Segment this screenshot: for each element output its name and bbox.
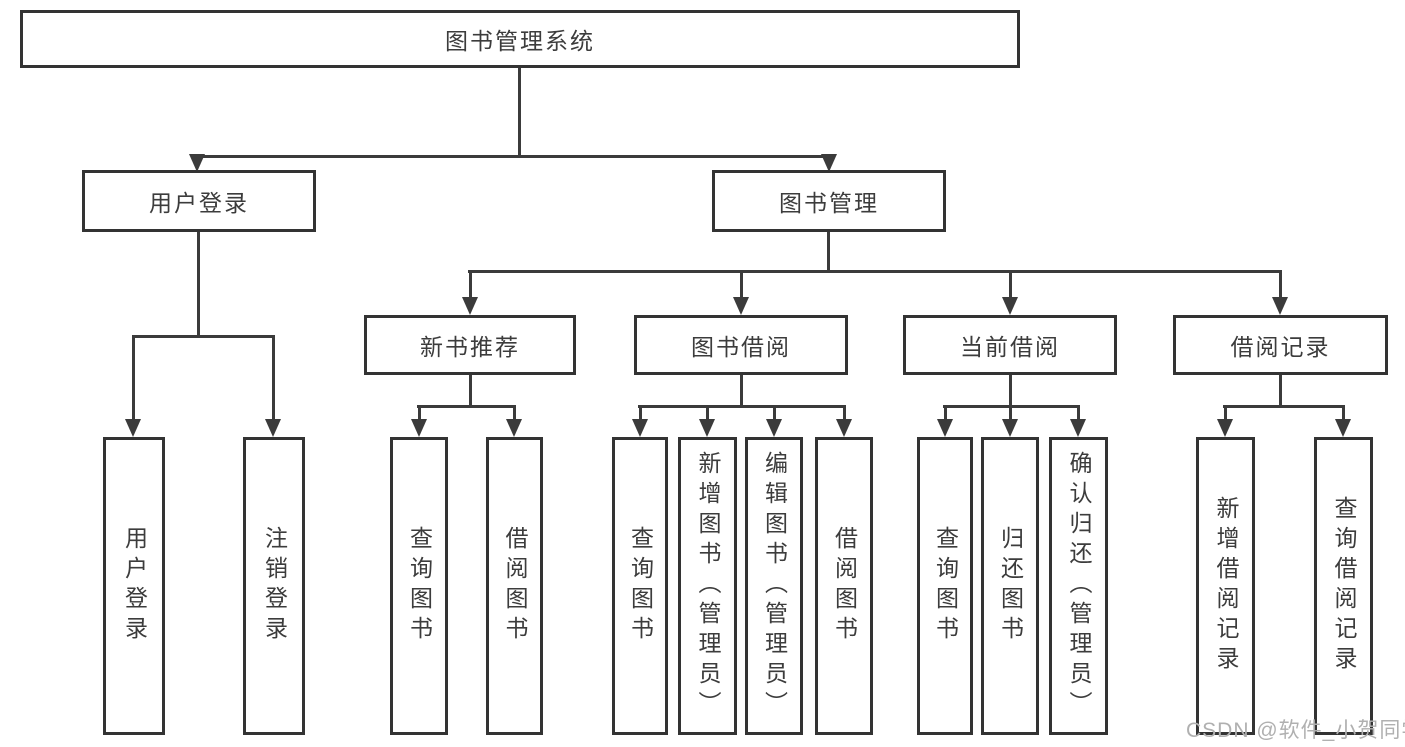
- arrow-down-icon: [836, 419, 852, 437]
- leaf-borrow-books-borrowing: 借阅图书: [815, 437, 873, 735]
- arrow-down-icon: [462, 297, 478, 315]
- connector-user-login-cross: [132, 335, 275, 338]
- arrow-down-icon: [265, 419, 281, 437]
- leaf-query-books-current: 查询图书: [917, 437, 973, 735]
- leaf-label: 借阅图书: [502, 526, 528, 646]
- leaf-label: 编辑图书（管理员）: [761, 451, 788, 721]
- watermark-text: CSDN @软件_小贺同学: [1186, 719, 1405, 742]
- arrow-down-icon: [125, 419, 141, 437]
- connector-root-cross: [196, 155, 832, 158]
- arrow-down-icon: [821, 154, 837, 172]
- arrow-down-icon: [1002, 419, 1018, 437]
- node-library-management-system: 图书管理系统: [20, 10, 1020, 68]
- leaf-label: 借阅图书: [831, 526, 858, 646]
- node-new-book-recommendation: 新书推荐: [364, 315, 576, 375]
- connector-borrowing-drop: [706, 405, 709, 421]
- connector-current-drop: [1077, 405, 1080, 421]
- leaf-user-login: 用户登录: [103, 437, 165, 735]
- leaf-label: 查询图书: [627, 526, 654, 646]
- leaf-borrow-books-recommend: 借阅图书: [486, 437, 543, 735]
- arrow-down-icon: [1335, 419, 1351, 437]
- connector-user-login-drop: [132, 335, 135, 421]
- arrow-down-icon: [506, 419, 522, 437]
- arrow-down-icon: [189, 154, 205, 172]
- connector-borrowing-drop: [639, 405, 642, 421]
- node-book-management: 图书管理: [712, 170, 946, 232]
- leaf-query-books-recommend: 查询图书: [390, 437, 448, 735]
- connector-book-mgmt-drop: [1009, 270, 1012, 300]
- node-borrowing-records: 借阅记录: [1173, 315, 1388, 375]
- connector-recommend-drop: [418, 405, 421, 421]
- leaf-label: 归还图书: [997, 526, 1024, 646]
- connector-records-cross: [1223, 405, 1345, 408]
- leaf-label: 新增图书（管理员）: [695, 451, 721, 721]
- leaf-label: 用户登录: [121, 526, 148, 646]
- leaf-add-book-admin: 新增图书（管理员）: [678, 437, 737, 735]
- connector-book-mgmt-stem: [827, 232, 830, 270]
- node-user-login: 用户登录: [82, 170, 316, 232]
- connector-borrowing-drop: [773, 405, 776, 421]
- arrow-down-icon: [733, 297, 749, 315]
- connector-user-login-drop: [272, 335, 275, 421]
- leaf-label: 查询图书: [932, 526, 959, 646]
- arrow-down-icon: [632, 419, 648, 437]
- node-book-borrowing: 图书借阅: [634, 315, 848, 375]
- arrow-down-icon: [1070, 419, 1086, 437]
- leaf-return-books: 归还图书: [981, 437, 1039, 735]
- leaf-label: 新增借阅记录: [1213, 496, 1239, 676]
- connector-current-stem: [1009, 375, 1012, 405]
- connector-book-mgmt-drop: [740, 270, 743, 300]
- arrow-down-icon: [766, 419, 782, 437]
- arrow-down-icon: [699, 419, 715, 437]
- connector-borrowing-drop: [843, 405, 846, 421]
- connector-recommend-cross: [417, 405, 516, 408]
- arrow-down-icon: [937, 419, 953, 437]
- node-current-borrowing: 当前借阅: [903, 315, 1117, 375]
- connector-root-stem: [518, 68, 521, 155]
- connector-user-login-stem: [197, 232, 200, 335]
- connector-records-stem: [1279, 375, 1282, 405]
- leaf-add-borrow-record: 新增借阅记录: [1196, 437, 1255, 735]
- arrow-down-icon: [1002, 297, 1018, 315]
- connector-current-drop: [944, 405, 947, 421]
- connector-borrowing-stem: [740, 375, 743, 405]
- connector-book-mgmt-drop: [1279, 270, 1282, 300]
- leaf-label: 注销登录: [261, 526, 288, 646]
- leaf-logout-login: 注销登录: [243, 437, 305, 735]
- leaf-label: 确认归还（管理员）: [1066, 451, 1092, 721]
- arrow-down-icon: [411, 419, 427, 437]
- leaf-edit-book-admin: 编辑图书（管理员）: [745, 437, 803, 735]
- leaf-query-books-borrowing: 查询图书: [612, 437, 668, 735]
- connector-borrowing-cross: [638, 405, 846, 408]
- arrow-down-icon: [1217, 419, 1233, 437]
- connector-records-drop: [1224, 405, 1227, 421]
- leaf-query-borrow-record: 查询借阅记录: [1314, 437, 1373, 735]
- connector-book-mgmt-cross: [468, 270, 1282, 273]
- connector-recommend-drop: [513, 405, 516, 421]
- leaf-label: 查询图书: [406, 526, 433, 646]
- leaf-confirm-return-admin: 确认归还（管理员）: [1049, 437, 1108, 735]
- connector-book-mgmt-drop: [469, 270, 472, 300]
- connector-recommend-stem: [469, 375, 472, 405]
- connector-records-drop: [1342, 405, 1345, 421]
- arrow-down-icon: [1272, 297, 1288, 315]
- connector-current-drop: [1009, 405, 1012, 421]
- leaf-label: 查询借阅记录: [1331, 496, 1357, 676]
